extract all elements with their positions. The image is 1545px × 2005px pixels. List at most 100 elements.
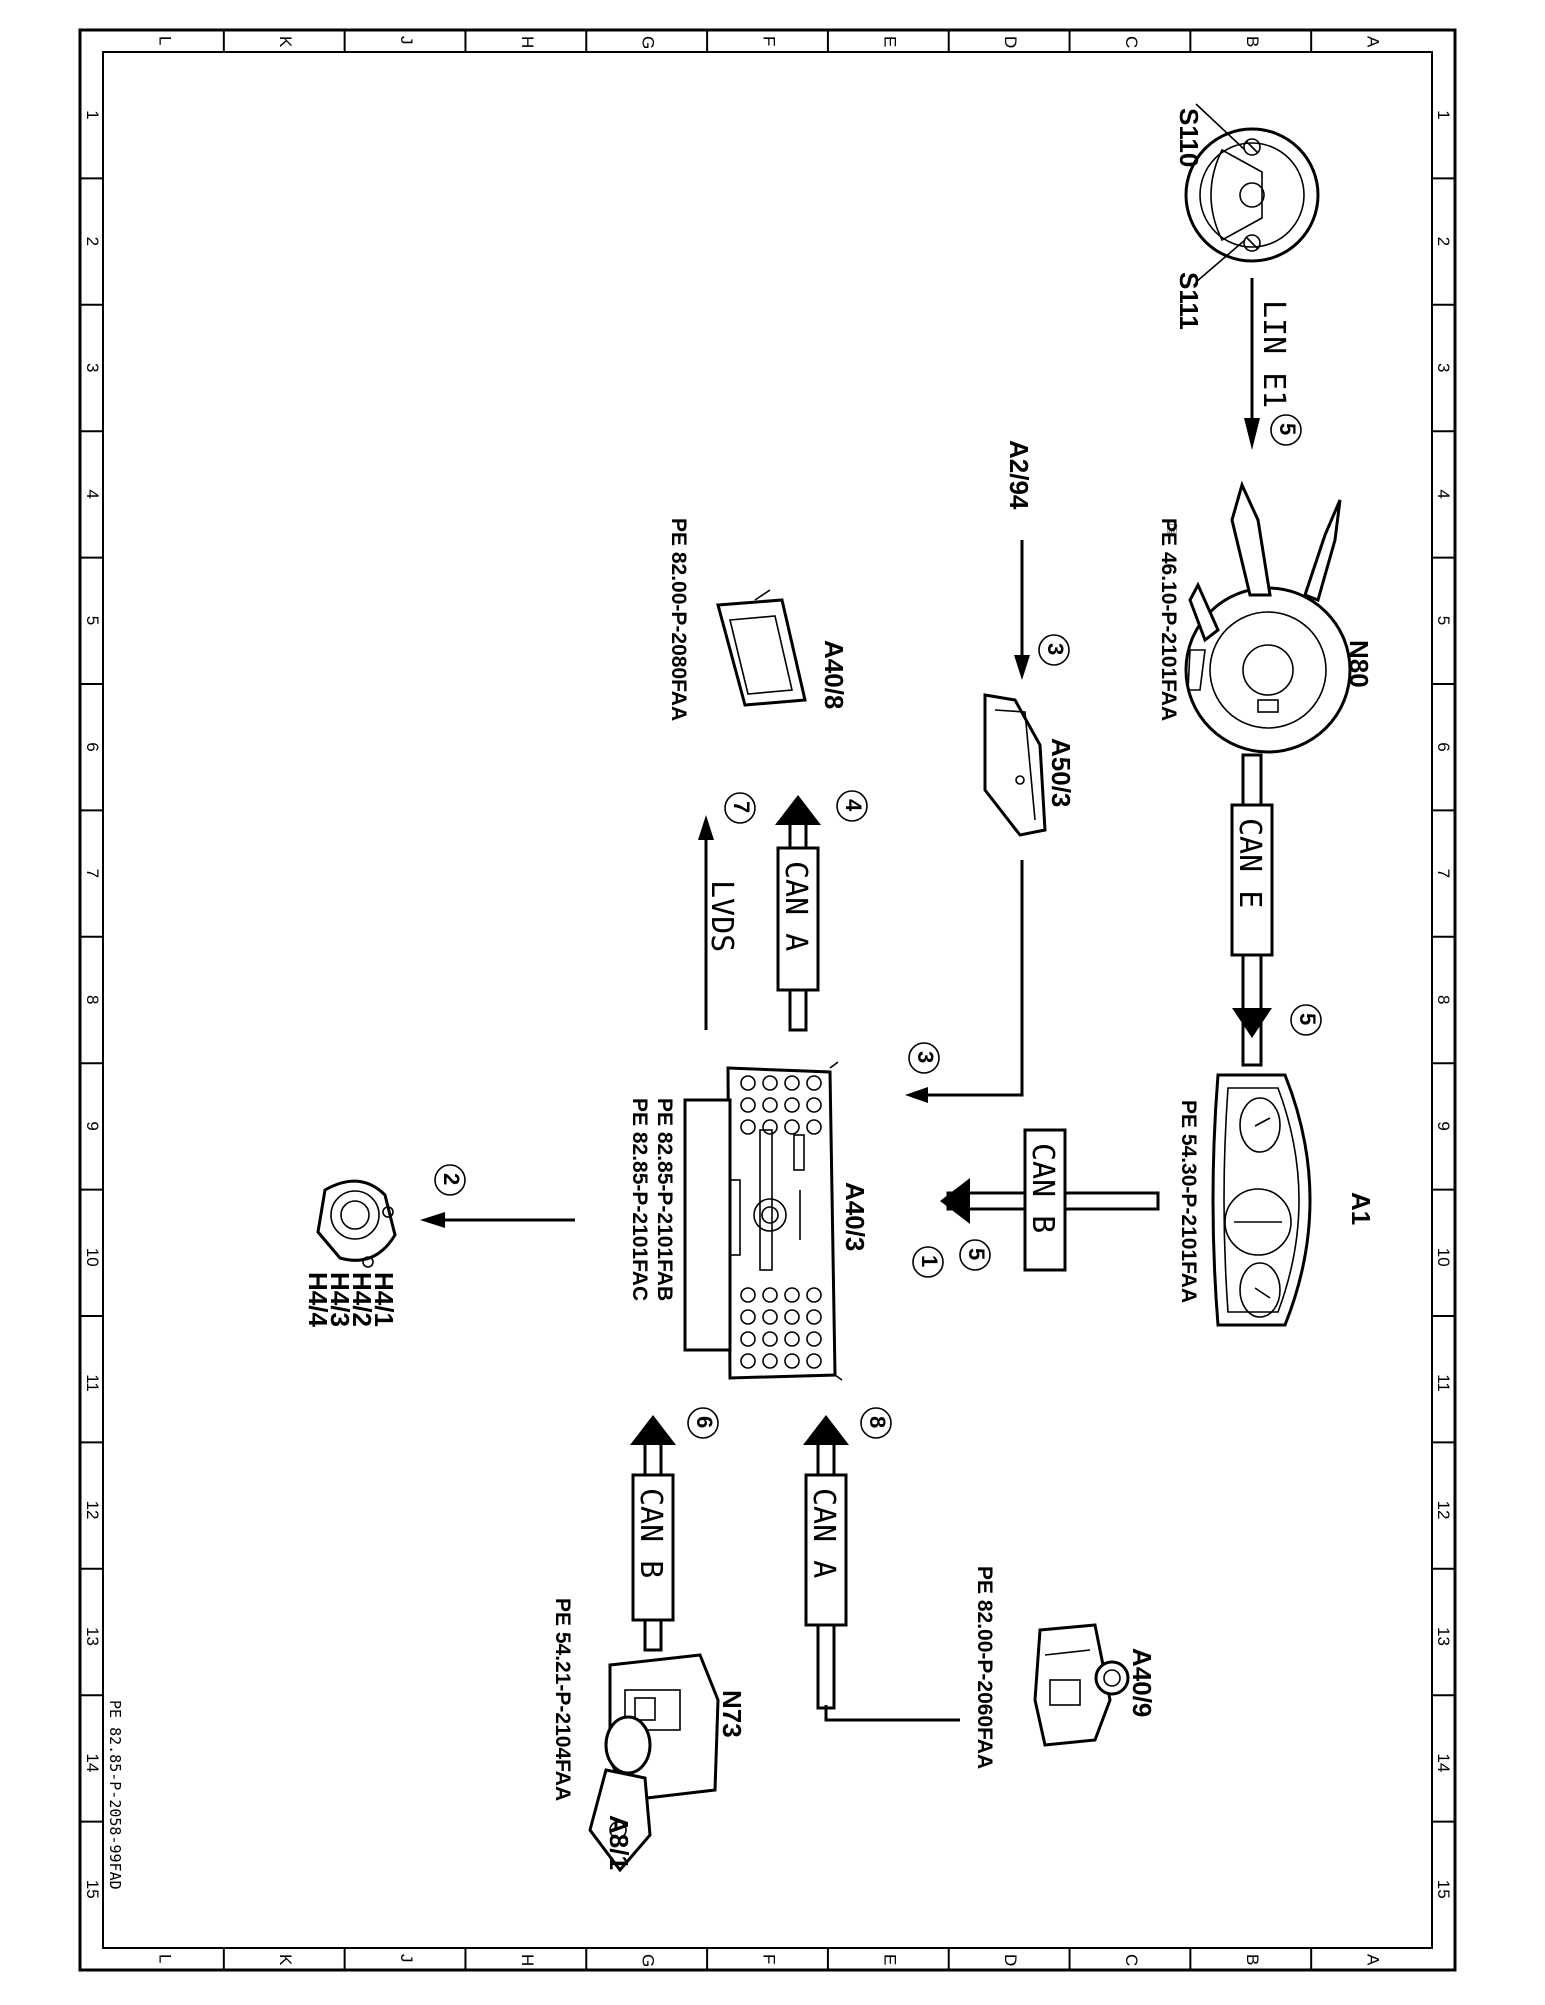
grid-letter-g-bottom: G [639,1954,658,1967]
grid-letter-f-top: F [760,36,779,46]
steering-wheel-icon [1184,103,1320,283]
marker-h4: 2 [434,1164,466,1196]
grid-number-9-right: 9 [1434,1121,1453,1130]
grid-number-2-right: 2 [1434,237,1453,246]
marker-a50-3: 3 [908,1042,940,1074]
outer-frame [78,28,1457,1972]
can-a-a40-9-arrowhead [803,1415,849,1445]
head-unit-button [740,1097,756,1113]
can-e-label: CAN E [1232,818,1267,908]
grid-number-14-left: 14 [83,1753,102,1772]
grid-number-7-right: 7 [1434,869,1453,878]
grid-number-3-left: 3 [83,363,102,372]
grid-letter-d-top: D [1001,36,1020,48]
n80-reference-glyph: ☞ [1160,522,1183,541]
head-unit-button [806,1309,822,1325]
svg-text:5: 5 [1295,1013,1320,1025]
grid-number-4-left: 4 [83,489,102,498]
grid-letter-l-bottom: L [155,1954,174,1963]
grid-number-12-left: 12 [83,1501,102,1520]
grid-letter-d-bottom: D [1001,1954,1020,1966]
head-unit-button [762,1353,778,1369]
grid-number-12-right: 12 [1434,1501,1453,1520]
grid-number-1-right: 1 [1434,110,1453,119]
grid-number-4-right: 4 [1434,489,1453,498]
svg-text:5: 5 [964,1248,989,1260]
a40-8-label: A40/8 [819,640,849,709]
head-unit-button [806,1119,822,1135]
grid-letter-h-bottom: H [518,1954,537,1966]
a40-9-reference: PE 82.00-P-2060FAA [973,1566,996,1769]
a2-94-arrowhead [1014,655,1030,680]
lin-e1-arrowhead [1244,418,1260,450]
can-b-a1-tag [1023,1128,1067,1272]
a1-label: A1 [1346,1192,1376,1225]
svg-text:8: 8 [865,1416,890,1428]
marker-n73: 6 [687,1407,719,1439]
grid-letter-j-bottom: J [397,1954,416,1963]
a40-9-label: A40/9 [1127,1648,1157,1717]
grid-letter-c-bottom: C [1122,1954,1141,1966]
grid-number-6-right: 6 [1434,742,1453,751]
svg-text:2: 2 [439,1173,464,1185]
n73-label: N73 [717,1690,747,1738]
a50-3-label: A50/3 [1046,738,1076,807]
grid-letter-k-top: K [276,36,295,48]
head-unit-button [806,1353,822,1369]
grid-letter-e-bottom: E [880,1954,899,1965]
head-unit-button-grid [740,1075,822,1369]
grid-number-2-left: 2 [83,237,102,246]
head-unit-button [784,1331,800,1347]
grid-number-3-right: 3 [1434,363,1453,372]
head-unit-button [740,1119,756,1135]
svg-text:6: 6 [692,1416,717,1428]
a40-3-reference-1: PE 82.85-P-2101FAB [653,1098,676,1301]
marker-a2-94: 3 [1038,634,1070,666]
head-unit-button [762,1075,778,1091]
head-unit-button [762,1119,778,1135]
grid-number-7-left: 7 [83,869,102,878]
can-b-n73-arrowhead [630,1415,676,1445]
grid-letter-j-top: J [397,36,416,45]
a40-9-module-icon [1033,1623,1130,1747]
grid-number-13-right: 13 [1434,1627,1453,1646]
n73-reference: PE 54.21-P-2104FAA [551,1598,574,1801]
a8-1-label: A8/1 [604,1815,634,1870]
grid-letter-f-bottom: F [760,1954,779,1964]
marker-a40-9: 8 [860,1407,892,1439]
head-unit-button [784,1097,800,1113]
svg-text:1: 1 [917,1255,942,1267]
grid-letter-b-top: B [1243,36,1262,47]
grid-number-10-right: 10 [1434,1248,1453,1267]
svg-text:7: 7 [729,801,754,813]
grid-number-6-left: 6 [83,742,102,751]
a50-3-arrowhead [905,1087,928,1103]
s111-label: S111 [1174,272,1204,330]
marker-can-e: 5 [1290,1004,1322,1036]
n80-label: N80 [1344,640,1374,688]
head-unit-button [806,1075,822,1091]
head-unit-button [784,1119,800,1135]
can-a-a40-9-tag [804,1473,848,1627]
marker-a1-5: 5 [959,1239,991,1271]
a2-94-label: A2/94 [1004,440,1034,510]
grid-letter-g-top: G [639,36,658,49]
grid-number-5-right: 5 [1434,616,1453,625]
can-a-a40-9-label: CAN A [806,1488,841,1578]
speaker-icon [316,1179,397,1268]
head-unit-button [784,1309,800,1325]
lin-e1-label: LIN E1 [1256,300,1291,408]
a40-8-reference: PE 82.00-P-2080FAA [667,518,690,721]
grid-number-8-right: 8 [1434,995,1453,1004]
inner-frame [102,51,1433,1949]
grid-number-1-left: 1 [83,110,102,119]
grid-number-15-right: 15 [1434,1880,1453,1899]
grid-letter-a-top: A [1364,36,1383,48]
marker-a1-1: 1 [912,1246,944,1278]
head-unit-button [806,1331,822,1347]
a40-8-display-icon [716,589,807,707]
grid-number-11-left: 11 [83,1374,102,1392]
head-unit-button [740,1287,756,1303]
svg-text:3: 3 [913,1051,938,1063]
grid-letter-l-top: L [155,36,174,45]
